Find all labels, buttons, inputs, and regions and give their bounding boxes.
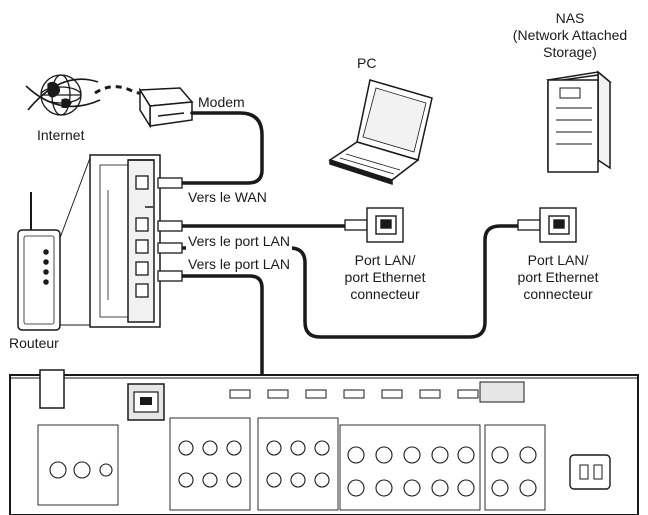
pc-port-label-line3: connecteur [350,286,420,302]
nas-label-line2: (Network Attached [512,27,628,43]
nas-label-line3: Storage) [543,44,597,60]
laptop-icon [328,79,433,186]
pc-label: PC [357,55,377,71]
globe-icon [25,74,101,116]
pc-port-label-line2: port Ethernet [344,269,426,285]
cable-lan-nas [178,224,522,339]
nas-tower-icon [546,70,612,173]
ethernet-cables [178,111,522,412]
switch-panel-icon [89,154,161,328]
routeur-label: Routeur [9,335,59,351]
nas-port-label-line1: Port LAN/ [527,252,589,268]
internet-label: Internet [37,127,85,143]
nas-label-line1: NAS [555,10,585,26]
nas-port-label-line2: port Ethernet [517,269,599,285]
receiver-back-panel-icon [9,369,639,515]
internet-dashed-link [94,85,166,96]
modem-icon [138,87,194,129]
vers-wan-label: Vers le WAN [186,189,269,206]
router-icon [17,192,61,331]
vers-lan-label-2: Vers le port LAN [186,256,292,273]
modem-label: Modem [198,94,245,110]
lan-port-icon-nas [539,207,577,243]
cable-modem-wan [178,111,264,185]
nas-port-label-line3: connecteur [523,286,593,302]
vers-lan-label-1: Vers le port LAN [186,233,292,250]
router-panel-connector [59,157,91,326]
pc-port-label-line1: Port LAN/ [354,252,416,268]
lan-port-icon [366,207,404,243]
